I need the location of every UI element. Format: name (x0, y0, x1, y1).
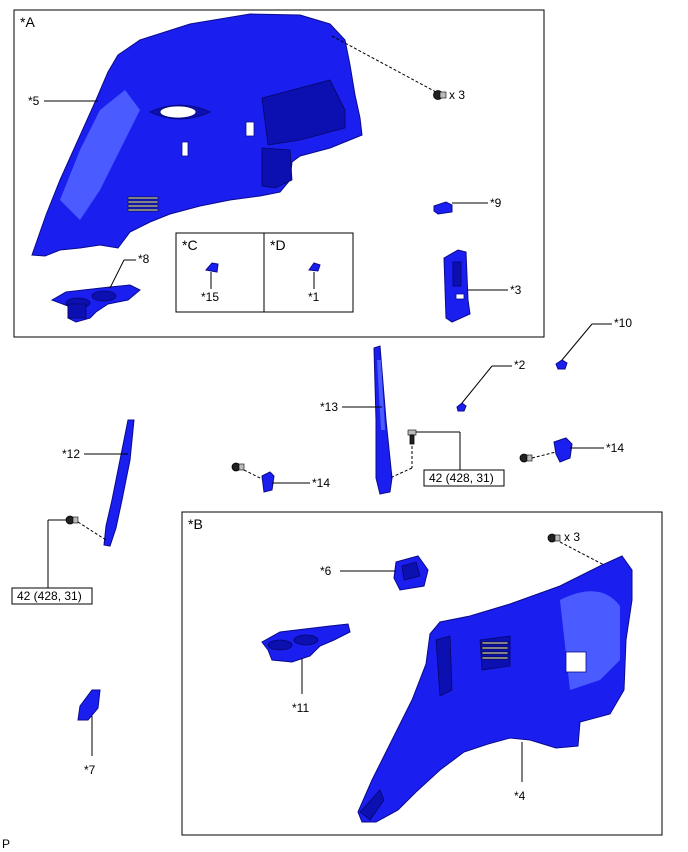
clip-1 (308, 262, 321, 272)
callout-14-right: *14 (606, 441, 624, 455)
screw-icon-a (433, 90, 447, 100)
pillar-garnish-12 (103, 419, 135, 547)
callout-3: *3 (510, 283, 522, 297)
leader-10 (561, 323, 593, 361)
callout-15: *15 (201, 290, 219, 304)
leader-2 (461, 365, 493, 404)
pillar-garnish-13 (373, 345, 393, 495)
bolt-icon-center (407, 429, 417, 445)
screw-icon-b (547, 533, 561, 543)
retainer-14-left (261, 471, 275, 493)
bolt-icon-14-left (231, 462, 245, 472)
screw-qty-a: x 3 (449, 88, 465, 102)
torque-value-center: 42 (428, 31) (429, 471, 494, 485)
frame-b (181, 511, 663, 836)
view-label-a: *A (20, 14, 35, 30)
retainer-14-right (553, 437, 573, 463)
callout-2: *2 (514, 358, 526, 372)
cup-holder-8 (50, 284, 141, 323)
torque-box-left (11, 587, 93, 605)
view-label-c: *C (182, 237, 198, 253)
torque-box-center (423, 469, 505, 487)
callout-8: *8 (138, 252, 150, 266)
dashed-line-screw-b (559, 541, 607, 567)
bolt-icon-14-right (519, 453, 533, 463)
bolt-icon-left (65, 515, 79, 525)
callout-6: *6 (320, 564, 332, 578)
torque-value-left: 42 (428, 31) (17, 589, 82, 603)
callout-14-left: *14 (312, 476, 330, 490)
dashed-line-bolt-left (77, 521, 107, 541)
bracket-3 (443, 249, 471, 323)
dashed-line-bolt-center-b (389, 467, 413, 479)
corner-mark: P (2, 837, 10, 851)
cup-holder-11 (261, 623, 351, 663)
clip-10 (555, 359, 568, 370)
quarter-trim-panel-5 (31, 13, 363, 257)
clip-9 (433, 201, 453, 215)
clip-2 (456, 402, 467, 412)
dashed-line-14-left (243, 469, 265, 481)
dashed-line-14-right (531, 451, 557, 459)
clip-7 (77, 689, 101, 721)
quarter-trim-panel-4 (357, 555, 633, 823)
view-label-b: *B (188, 516, 203, 532)
callout-4: *4 (514, 789, 526, 803)
view-label-d: *D (270, 237, 286, 253)
clip-15 (205, 262, 219, 273)
callout-5: *5 (28, 94, 40, 108)
callout-11: *11 (292, 701, 309, 715)
screw-qty-b: x 3 (564, 530, 580, 544)
cover-6 (393, 555, 429, 591)
callout-13: *13 (320, 400, 338, 414)
callout-7: *7 (84, 763, 96, 777)
callout-1: *1 (308, 290, 320, 304)
callout-10: *10 (614, 316, 632, 330)
callout-9: *9 (490, 196, 502, 210)
frame-a (13, 9, 545, 338)
callout-12: *12 (62, 447, 80, 461)
leader-8 (109, 259, 125, 289)
